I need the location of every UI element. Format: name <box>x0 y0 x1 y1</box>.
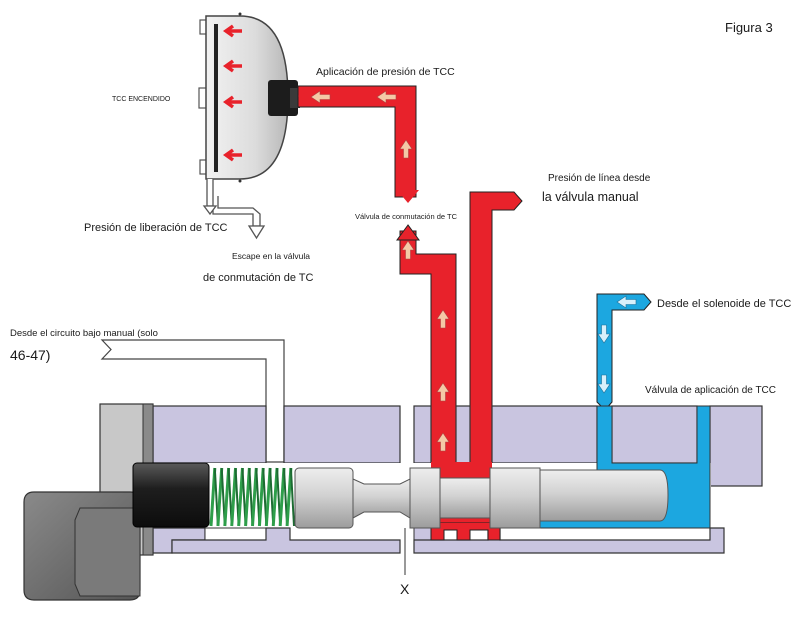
white-flow-arrow <box>436 382 450 402</box>
tcc-on-label: TCC ENCENDIDO <box>112 96 171 103</box>
blue-flow-arrow <box>597 374 611 394</box>
low-manual-label-1: Desde el circuito bajo manual (solo <box>10 328 158 339</box>
spring-coil <box>209 467 217 527</box>
spring-coil <box>223 467 231 527</box>
from-solenoid-label: Desde el solenoide de TCC <box>657 298 791 310</box>
red-pressure-arrow <box>222 148 242 162</box>
white-flow-arrow <box>436 432 450 452</box>
spring-coil <box>285 467 293 527</box>
blue-flow-arrow <box>616 295 637 309</box>
spring-coil <box>230 467 238 527</box>
low-manual-label-2: 46-47) <box>10 347 50 363</box>
white-flow-arrow <box>376 90 397 104</box>
valve-plug <box>132 462 210 528</box>
spring-coil <box>237 467 244 527</box>
red-pressure-arrow <box>222 95 242 109</box>
spring-coil <box>251 467 258 527</box>
spring-coil <box>271 467 279 527</box>
torque-converter <box>198 12 300 183</box>
white-flow-arrow <box>310 90 331 104</box>
figure-label: Figura 3 <box>725 20 773 35</box>
clutch-plate <box>214 24 218 172</box>
exhaust-label-1: Escape en la válvula <box>232 251 310 261</box>
blue-flow-arrow <box>597 324 611 344</box>
spring-coil <box>216 467 224 527</box>
compression-spring <box>209 467 295 527</box>
tcc-release-pressure-label: Presión de liberación de TCC <box>84 222 228 234</box>
tcc-switch-spool <box>294 467 669 529</box>
exhaust-label-2: de conmutación de TC <box>203 272 314 284</box>
apply-valve-label: Válvula de aplicación de TCC <box>645 385 776 396</box>
tcc-apply-pressure-label: Aplicación de presión de TCC <box>316 66 455 78</box>
spring-coil-back <box>289 467 295 527</box>
spring-coil <box>257 467 265 527</box>
line-pressure-label-2: la válvula manual <box>542 190 639 204</box>
converter-shaft-end <box>290 88 300 108</box>
white-flow-arrow <box>401 240 415 260</box>
white-flow-arrow <box>399 139 413 159</box>
flow-arrows-red <box>310 90 450 452</box>
tcc-apply-line <box>297 85 457 469</box>
spring-coil <box>278 467 286 527</box>
marker-x-label: X <box>400 581 410 597</box>
release-exhaust-lines <box>202 179 266 240</box>
spring-coil <box>244 467 251 527</box>
spring-coil <box>264 467 272 527</box>
red-pressure-arrow <box>222 59 242 73</box>
solenoid-signal-line <box>596 293 652 466</box>
line-pressure-label-1: Presión de línea desde <box>548 173 651 184</box>
red-pressure-arrow <box>222 24 242 38</box>
switch-valve-small-label: Válvula de conmutación de TC <box>355 212 458 221</box>
white-flow-arrow <box>436 309 450 329</box>
